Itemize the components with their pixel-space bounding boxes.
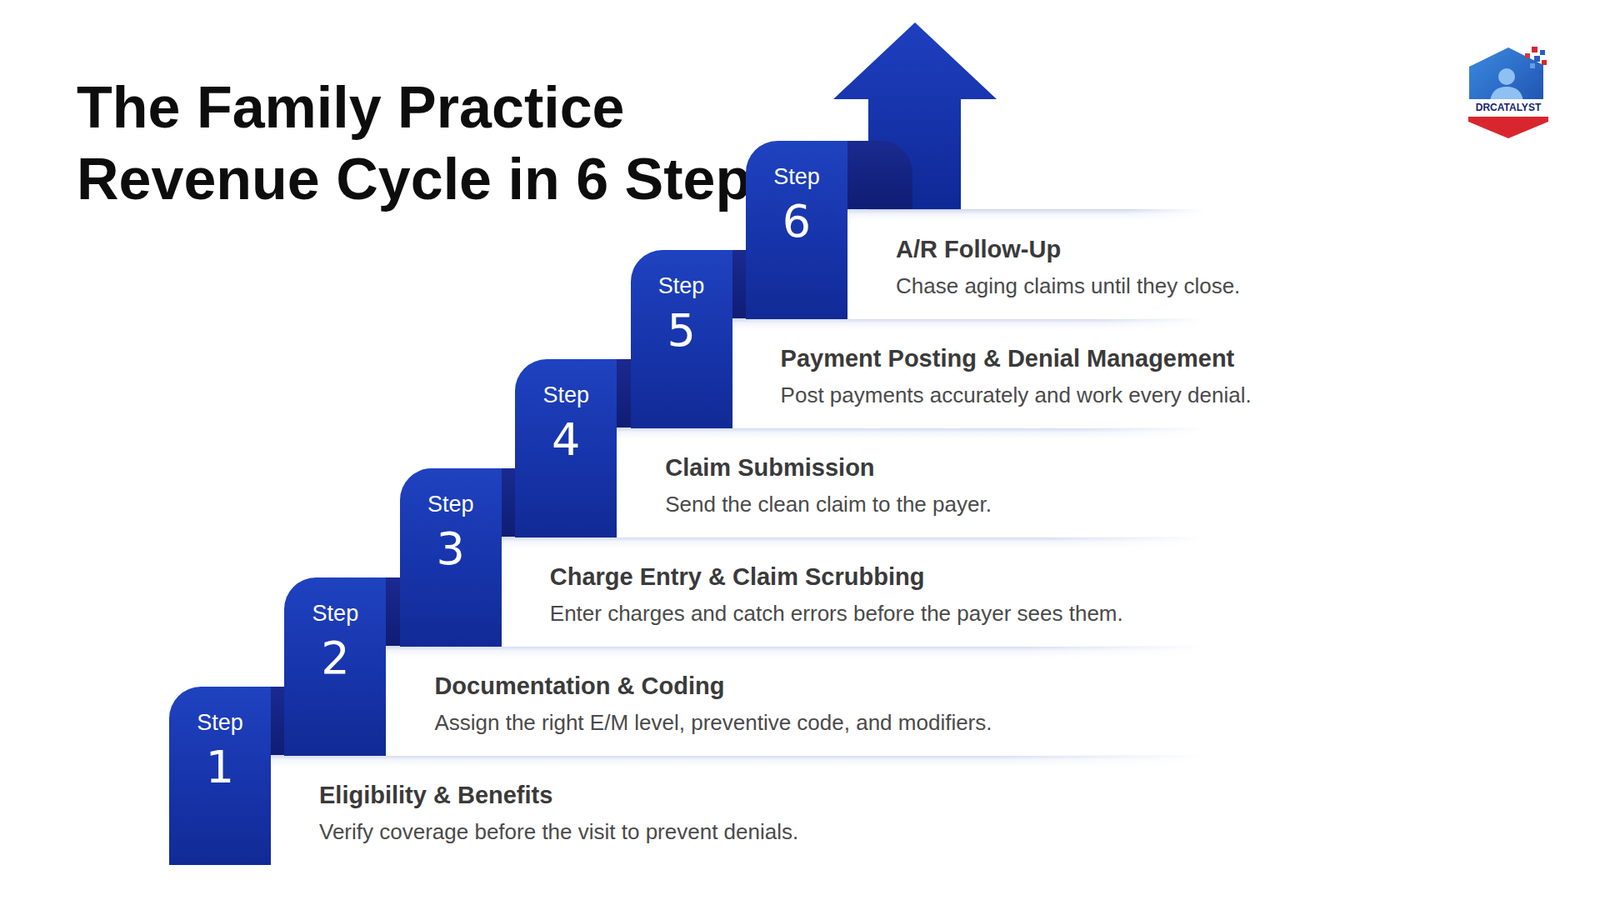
step-band: Documentation & CodingAssign the right E…	[385, 645, 1205, 756]
step-description: Chase aging claims until they close.	[895, 272, 1240, 300]
band-shading	[385, 645, 1205, 756]
step-fold	[847, 140, 913, 210]
step-tab: Step 4	[515, 359, 617, 538]
step-description: Enter charges and catch errors before th…	[550, 600, 1124, 627]
step-heading: A/R Follow-Up	[895, 234, 1061, 265]
band-shading	[501, 536, 1205, 647]
band-shading	[270, 755, 1205, 865]
diagram-title: The Family Practice Revenue Cycle in 6 S…	[76, 71, 785, 215]
band-shading	[847, 209, 1205, 320]
step-heading: Claim Submission	[665, 452, 875, 483]
step-heading: Charge Entry & Claim Scrubbing	[550, 561, 925, 592]
step-number: 2	[284, 632, 386, 685]
step-word: Step	[630, 272, 733, 300]
growth-arrow	[833, 22, 997, 210]
step-word: Step	[515, 381, 617, 409]
step-band: Eligibility & BenefitsVerify coverage be…	[270, 755, 1205, 865]
step-number: 3	[400, 523, 502, 575]
step-tab: Step 5	[630, 250, 733, 429]
step-band: Claim SubmissionSend the clean claim to …	[616, 427, 1205, 538]
step-number: 1	[169, 741, 271, 794]
band-shading	[616, 427, 1205, 538]
logo-mark	[1466, 46, 1550, 139]
step-heading: Eligibility & Benefits	[319, 780, 553, 810]
step-word: Step	[284, 600, 386, 627]
step-description: Send the clean claim to the payer.	[665, 490, 992, 518]
step-word: Step	[745, 163, 848, 190]
step-description: Post payments accurately and work every …	[780, 381, 1252, 409]
step-band: A/R Follow-UpChase aging claims until th…	[847, 209, 1205, 320]
step-number: 6	[745, 195, 848, 248]
step-number: 5	[630, 305, 733, 357]
step-description: Verify coverage before the visit to prev…	[319, 818, 799, 845]
step-word: Step	[400, 490, 502, 518]
step-tab: Step 1	[169, 686, 271, 865]
step-description: Assign the right E/M level, preventive c…	[434, 709, 992, 736]
step-band: Payment Posting & Denial ManagementPost …	[732, 318, 1205, 429]
logo-wordmark: DRCATALYST	[1466, 100, 1550, 115]
band-shading	[732, 318, 1205, 429]
step-tab: Step 2	[284, 577, 386, 756]
step-tab: Step 3	[400, 468, 502, 647]
step-heading: Payment Posting & Denial Management	[780, 343, 1235, 374]
step-tab: Step 6	[745, 140, 848, 320]
step-band: Charge Entry & Claim ScrubbingEnter char…	[501, 536, 1205, 647]
step-word: Step	[169, 709, 271, 736]
step-number: 4	[515, 414, 617, 466]
step-heading: Documentation & Coding	[434, 670, 725, 701]
